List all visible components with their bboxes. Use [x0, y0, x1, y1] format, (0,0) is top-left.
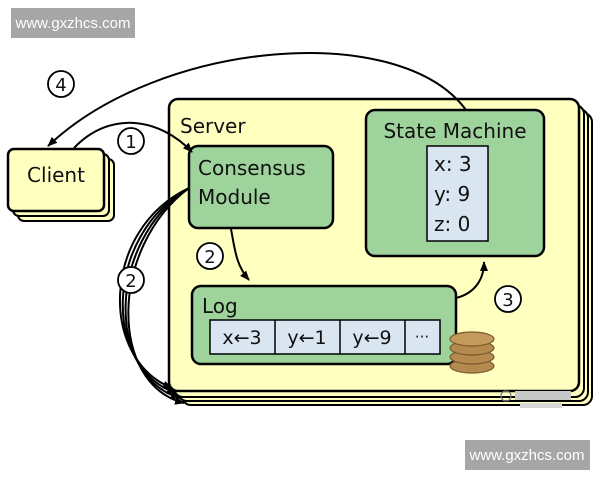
platform-stamp-icon: [500, 390, 571, 408]
consensus-module: Consensus Module: [187, 144, 335, 230]
arrow-2-replicate-d: [127, 187, 190, 405]
step-4-label: 4: [55, 75, 66, 96]
arrow-4-response: [47, 52, 467, 147]
arrow-2-replicate-c: [124, 187, 190, 400]
step-1-label: 1: [125, 132, 136, 153]
state-machine: State Machine x: 3 y: 9 z: 0: [364, 108, 546, 258]
watermark-bottom-text: www.gxzhcs.com: [468, 447, 584, 464]
step-3-circle: [494, 285, 522, 313]
watermark-top: www.gxzhcs.com: [11, 8, 135, 38]
log-entry-2: y←1: [287, 327, 326, 349]
step-2-label-log: 2: [204, 247, 215, 268]
log-entries-strip: [209, 319, 441, 355]
client-box: [6, 147, 106, 213]
arrows: [47, 52, 488, 405]
arrow-2-replicate-a: [119, 187, 190, 389]
disk-icon: [449, 331, 495, 374]
log: Log x←3 y←1 y←9 ···: [190, 284, 458, 366]
state-value-x: x: 3: [434, 152, 472, 176]
arrow-1-request: [73, 121, 193, 153]
arrow-2-replicate-b: [121, 187, 190, 394]
log-label: Log: [202, 294, 238, 318]
state-values-box: [426, 145, 489, 242]
watermark-bottom: www.gxzhcs.com: [465, 440, 590, 470]
step-markers: 4 1 2 2 3: [47, 70, 522, 313]
log-entry-ellipsis: ···: [415, 328, 429, 346]
step-2-circle-replicate: [117, 266, 145, 294]
step-2-circle-log: [196, 242, 224, 270]
watermark-top-text: www.gxzhcs.com: [14, 15, 130, 32]
step-2-label-replicate: 2: [125, 271, 136, 292]
arrow-3-apply: [455, 261, 488, 299]
client-label: Client: [27, 163, 85, 187]
step-3-label: 3: [502, 290, 513, 311]
consensus-module-label-line2: Module: [198, 185, 271, 209]
client-stack: Client: [6, 147, 115, 222]
consensus-module-box: [187, 144, 335, 230]
state-value-y: y: 9: [434, 182, 470, 206]
state-value-z: z: 0: [434, 212, 470, 236]
arrow-2-append-log: [230, 228, 250, 281]
server-label: Server: [180, 114, 246, 138]
step-4-circle: [47, 70, 75, 98]
consensus-module-label-line1: Consensus: [198, 156, 306, 180]
watermark-top-box: [11, 8, 135, 38]
state-machine-label: State Machine: [383, 119, 526, 143]
log-entry-3: y←9: [352, 327, 391, 349]
watermark-bottom-box: [465, 440, 590, 470]
step-1-circle: [117, 127, 145, 155]
log-entry-1: x←3: [222, 327, 261, 349]
